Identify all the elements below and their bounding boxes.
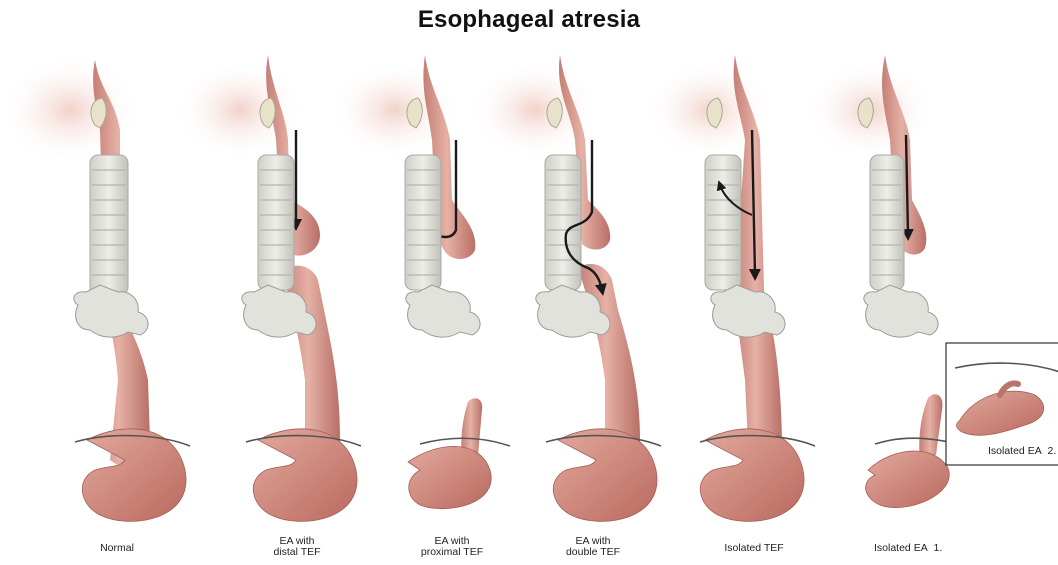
stomach [82, 429, 186, 522]
trachea [870, 155, 904, 290]
stomach [408, 446, 491, 508]
panel-normal [0, 55, 190, 521]
trachea [258, 155, 294, 290]
bronchi [74, 285, 148, 337]
bronchi [864, 285, 938, 337]
panel-ea-double-tef [470, 55, 661, 521]
caption-isolated-ea-1: Isolated EA 1. [874, 543, 954, 554]
trachea [705, 155, 741, 290]
caption-ea-double-tef: EA with double TEF [558, 536, 628, 558]
caption-normal: Normal [92, 543, 142, 554]
caption-isolated-tef: Isolated TEF [714, 543, 794, 554]
stomach [553, 429, 657, 522]
trachea [545, 155, 581, 290]
caption-isolated-ea-2: Isolated EA 2. [988, 446, 1054, 457]
stomach [866, 451, 950, 508]
bronchi [711, 285, 785, 337]
trachea [90, 155, 128, 295]
trachea [405, 155, 441, 290]
bronchi [406, 285, 480, 337]
panel-isolated-ea [805, 55, 965, 508]
panel-isolated-tef [645, 55, 815, 521]
caption-ea-distal-tef: EA with distal TEF [262, 536, 332, 558]
stomach [253, 429, 357, 522]
caption-ea-proximal-tef: EA with proximal TEF [412, 536, 492, 558]
stomach [700, 429, 804, 522]
